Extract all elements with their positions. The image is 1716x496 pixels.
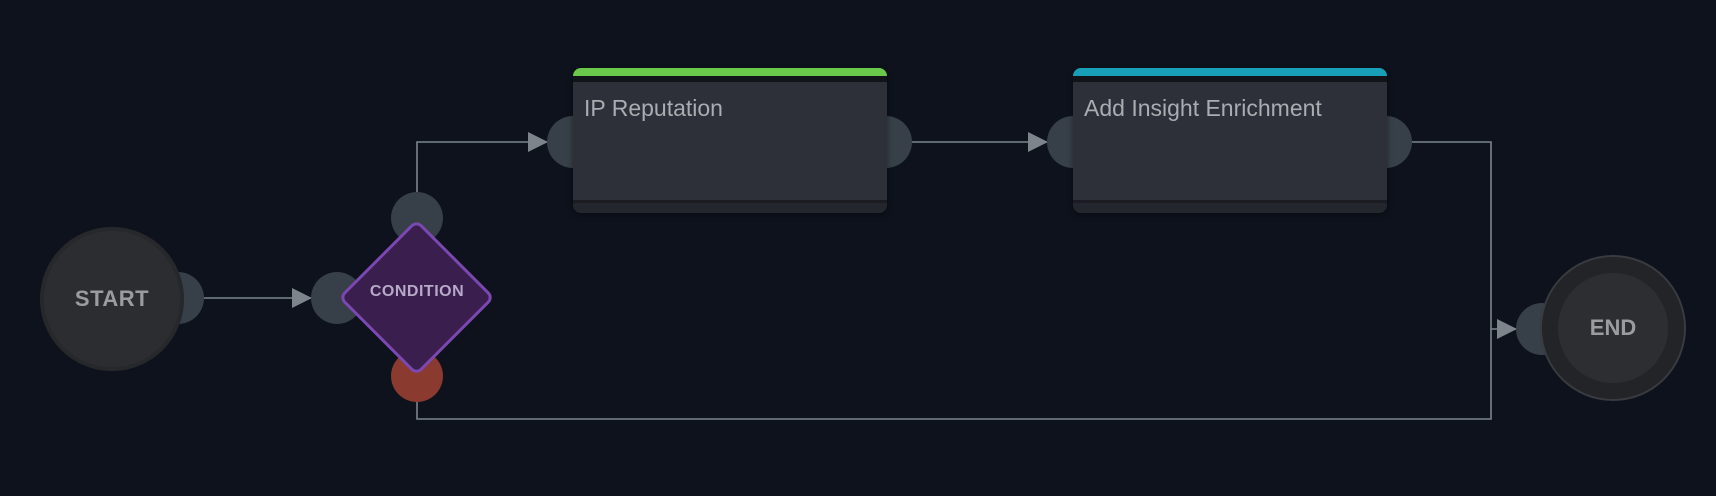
end-label: END — [1589, 315, 1637, 340]
arrowhead-enrichment-to-end — [1497, 319, 1517, 339]
end-node[interactable]: END — [1542, 257, 1684, 399]
arrowhead-start-to-condition — [292, 288, 312, 308]
start-label: START — [74, 286, 150, 311]
action-accent-bar — [573, 68, 887, 76]
accent-gap — [1073, 76, 1387, 82]
action-accent-bar — [1073, 68, 1387, 76]
start-node[interactable]: START — [40, 227, 184, 371]
action-footer — [1073, 200, 1387, 213]
action-footer — [573, 200, 887, 213]
action-title: IP Reputation — [584, 95, 723, 121]
end-inner-circle: END — [1558, 273, 1668, 383]
accent-gap — [573, 76, 887, 82]
action-title: Add Insight Enrichment — [1084, 95, 1322, 121]
edge-condition-fail-to-end[interactable] — [416, 329, 1492, 420]
action-node-ip-reputation[interactable]: IP Reputation — [573, 68, 887, 213]
condition-label: CONDITION — [369, 283, 465, 300]
action-node-add-insight-enrichment[interactable]: Add Insight Enrichment — [1073, 68, 1387, 213]
edge-condition-to-ip-reputation[interactable] — [416, 141, 548, 192]
arrowhead-condition-to-ip-reputation — [528, 132, 548, 152]
arrowhead-ip-reputation-to-enrichment — [1028, 132, 1048, 152]
edge-enrichment-to-end[interactable] — [1412, 141, 1516, 330]
